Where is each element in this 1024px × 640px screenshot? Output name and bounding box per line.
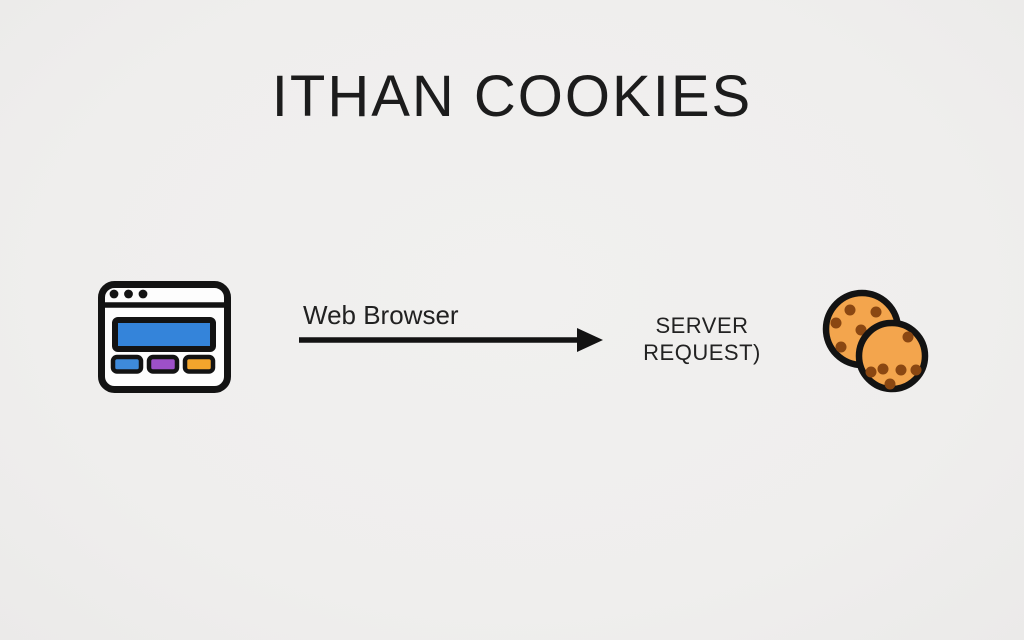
server-request-label: SERVER REQUEST)	[620, 312, 784, 366]
browser-block-purple	[146, 354, 180, 374]
right-arrow-icon	[299, 328, 603, 352]
server-request-line1: SERVER	[655, 313, 749, 338]
arrow-label: Web Browser	[303, 300, 459, 330]
browser-window-dots	[109, 289, 148, 299]
page-title: ITHAN COOKIES	[271, 64, 753, 129]
cookies-icon	[822, 289, 929, 393]
server-request-line2: REQUEST)	[643, 340, 761, 365]
browser-window-icon	[98, 281, 231, 393]
browser-content-banner	[112, 317, 216, 352]
cookie-front-chips	[865, 331, 922, 390]
browser-block-orange	[182, 354, 216, 374]
browser-block-blue	[110, 354, 144, 374]
